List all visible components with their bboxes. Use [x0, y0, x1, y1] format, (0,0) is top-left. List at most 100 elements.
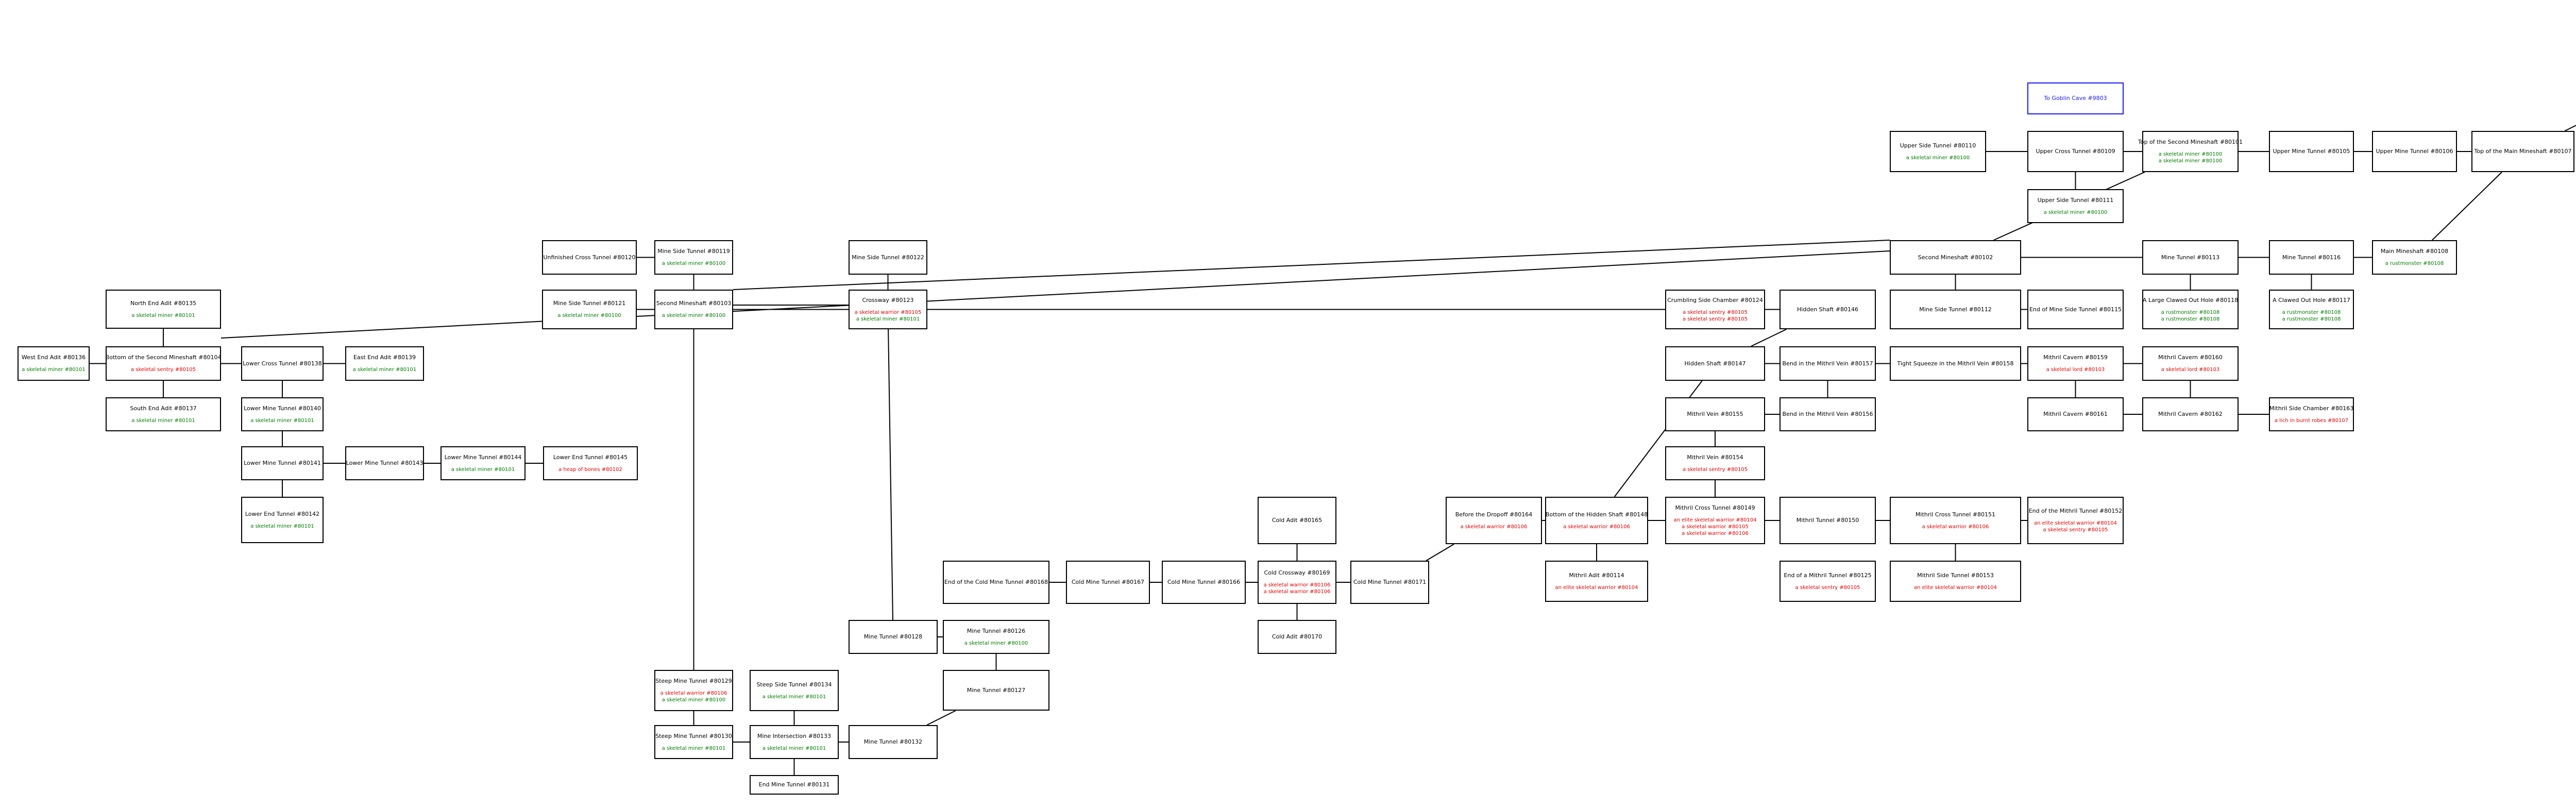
friendly-mob-label: a rustmonster #80108	[2385, 261, 2444, 266]
room-title: North End Adit #80135	[130, 299, 197, 307]
room-title: Lower Mine Tunnel #80144	[444, 453, 522, 461]
room-n162: Mithril Cavern #80162	[2142, 397, 2239, 431]
room-title: Mithril Adit #80114	[1569, 571, 1624, 579]
room-n115: End of Mine Side Tunnel #80115	[2027, 290, 2124, 329]
room-title: Mine Side Tunnel #80122	[852, 254, 924, 261]
hostile-mob-label: a skeletal warrior #80106	[1563, 524, 1630, 530]
room-title: Mithril Cavern #80159	[2043, 354, 2108, 361]
hostile-mob-label: a skeletal sentry #80105	[1682, 309, 1748, 315]
friendly-mob-label: a skeletal miner #80100	[557, 313, 621, 318]
room-title: Upper Cross Tunnel #80109	[2036, 148, 2115, 155]
hostile-mob-label: a skeletal warrior #80106	[1263, 582, 1331, 588]
hostile-mob-label: a skeletal warrior #80106	[1460, 524, 1528, 530]
hostile-mob-label: an elite skeletal warrior #80104	[2033, 520, 2117, 526]
room-n150: Mithril Tunnel #80150	[1780, 497, 1876, 544]
room-title: Upper Mine Tunnel #80105	[2273, 148, 2350, 155]
room-title: Crossway #80123	[862, 296, 914, 304]
connection-n180-n107	[2564, 125, 2576, 131]
room-n155: Mithril Vein #80155	[1665, 397, 1765, 431]
room-title: Mithril Cross Tunnel #80151	[1915, 511, 1996, 518]
room-n164: Before the Dropoff #80164 a skeletal warr…	[1446, 497, 1542, 544]
connection-n123-n128	[888, 329, 893, 620]
room-title: Second Mineshaft #80103	[656, 300, 732, 307]
friendly-mob-label: a skeletal miner #80101	[250, 523, 314, 529]
room-title: Unfinished Cross Tunnel #80120	[543, 254, 636, 261]
room-n132: Mine Tunnel #80132	[849, 725, 938, 759]
room-n151: Mithril Cross Tunnel #80151 a skeletal wa…	[1890, 497, 2021, 544]
room-n130: Steep Mine Tunnel #80130 a skeletal miner…	[654, 725, 733, 759]
room-title: Steep Side Tunnel #80134	[756, 681, 832, 688]
room-title: Hidden Shaft #80146	[1797, 306, 1858, 313]
room-n112: Mine Side Tunnel #80112	[1890, 290, 2021, 329]
room-n113: Mine Tunnel #80113	[2142, 240, 2239, 275]
friendly-mob-label: a rustmonster #80108	[2161, 316, 2220, 322]
room-title: Lower End Tunnel #80145	[553, 453, 628, 461]
room-title: Mine Intersection #80133	[757, 732, 831, 739]
room-title: To Goblin Cave #9803	[2044, 95, 2107, 102]
room-title: Before the Dropoff #80164	[1455, 511, 1533, 518]
hostile-mob-label: a skeletal sentry #80105	[130, 367, 196, 373]
room-title: Steep Mine Tunnel #80129	[655, 678, 732, 684]
room-title: Cold Crossway #80169	[1264, 569, 1330, 576]
room-n102: Second Mineshaft #80102	[1890, 240, 2021, 275]
room-title: A Large Clawed Out Hole #80118	[2142, 296, 2239, 304]
friendly-mob-label: a skeletal miner #80101	[762, 694, 826, 700]
room-title: Bottom of the Hidden Shaft #80148	[1545, 511, 1648, 518]
room-n109: Upper Cross Tunnel #80109	[2027, 131, 2124, 172]
room-n161: Mithril Cavern #80161	[2027, 397, 2124, 431]
room-title: End of a Mithril Tunnel #80125	[1784, 571, 1872, 579]
room-title: Bend in the Mithril Vein #80156	[1782, 411, 1873, 417]
hostile-mob-label: a skeletal warrior #80106	[1682, 530, 1749, 536]
room-n108: Main Mineshaft #80108 a rustmonster #8010…	[2372, 240, 2457, 275]
friendly-mob-label: a skeletal miner #80101	[451, 466, 515, 473]
hostile-mob-label: a skeletal sentry #80105	[1795, 584, 1860, 591]
room-title: Mine Tunnel #80132	[863, 738, 923, 745]
friendly-mob-label: a skeletal miner #80101	[856, 316, 920, 322]
room-n127: Mine Tunnel #80127	[943, 670, 1049, 711]
room-title: South End Adit #80137	[130, 405, 197, 412]
room-title: Steep Mine Tunnel #80130	[655, 732, 732, 739]
room-title: Mithril Vein #80154	[1687, 453, 1743, 461]
friendly-mob-label: a skeletal miner #80100	[2158, 152, 2223, 157]
room-title: Bottom of the Second Mineshaft #80104	[105, 354, 222, 361]
friendly-mob-label: a skeletal miner #80101	[22, 367, 86, 373]
friendly-mob-label: a rustmonster #80108	[2282, 309, 2341, 315]
area-link-goblin[interactable]: To Goblin Cave #9803	[2027, 82, 2124, 114]
room-title: Mithril Cavern #80161	[2043, 411, 2108, 417]
room-n125: End of a Mithril Tunnel #80125 a skeletal…	[1780, 561, 1876, 602]
room-title: Mine Side Tunnel #80119	[657, 248, 730, 255]
room-title: Second Mineshaft #80102	[1918, 254, 1993, 261]
room-n156: Bend in the Mithril Vein #80156	[1780, 397, 1876, 431]
friendly-mob-label: a skeletal miner #80101	[662, 745, 726, 751]
room-n138: Lower Cross Tunnel #80138	[241, 346, 324, 381]
connection-long-0	[221, 250, 1890, 339]
hostile-mob-label: a skeletal warrior #80106	[1922, 524, 1989, 530]
room-n135: North End Adit #80135 a skeletal miner #8…	[106, 290, 221, 329]
room-n105: Upper Mine Tunnel #80105	[2269, 131, 2354, 172]
room-n168: End of the Cold Mine Tunnel #80168	[943, 561, 1049, 604]
room-title: End of Mine Side Tunnel #80115	[2029, 306, 2122, 313]
friendly-mob-label: a skeletal miner #80101	[352, 367, 417, 373]
room-title: Mithril Cross Tunnel #80149	[1675, 504, 1755, 511]
room-title: Mine Tunnel #80128	[863, 633, 923, 640]
hostile-mob-label: a skeletal lord #80103	[2046, 367, 2105, 373]
friendly-mob-label: a skeletal miner #80101	[131, 312, 195, 318]
room-title: Mine Tunnel #80116	[2282, 254, 2341, 261]
room-title: Cold Mine Tunnel #80171	[1353, 579, 1427, 585]
room-title: Mine Tunnel #80126	[967, 627, 1026, 634]
room-title: Mithril Side Chamber #80163	[2269, 405, 2354, 412]
friendly-mob-label: a rustmonster #80108	[2161, 309, 2220, 315]
friendly-mob-label: a skeletal miner #80101	[762, 745, 826, 751]
room-title: Main Mineshaft #80108	[2380, 248, 2449, 255]
